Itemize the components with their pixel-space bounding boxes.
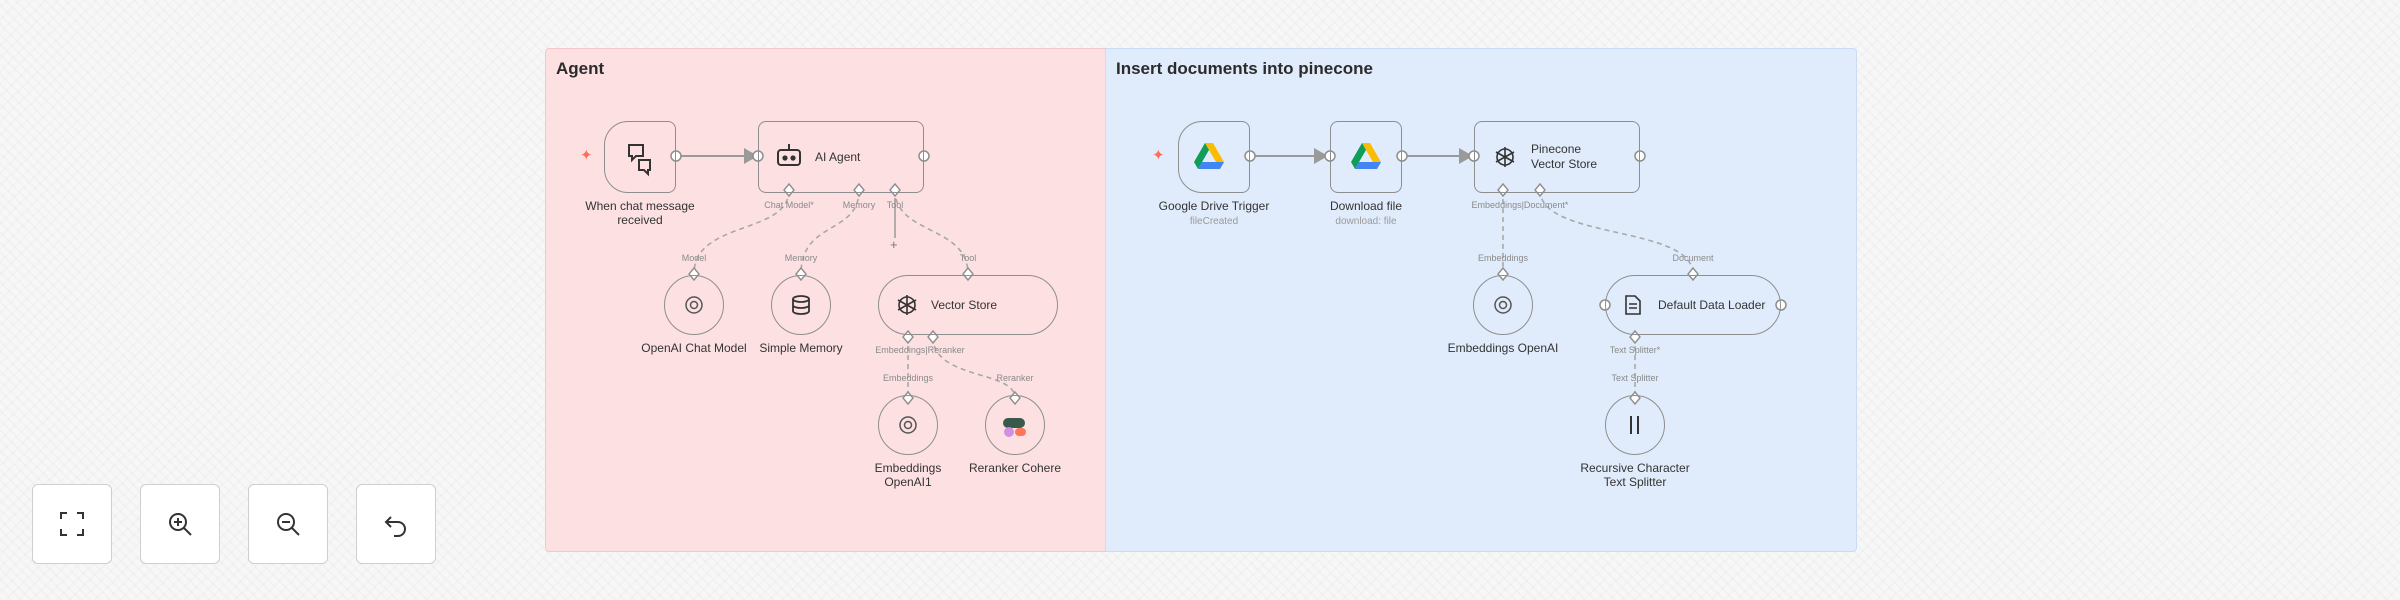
node-label: Reranker Cohere bbox=[968, 461, 1062, 475]
node-label: Download file bbox=[1329, 199, 1403, 213]
node-download-file[interactable] bbox=[1330, 121, 1402, 193]
port-document-in[interactable] bbox=[1687, 266, 1699, 282]
node-embeddings-openai1[interactable] bbox=[878, 395, 938, 455]
port-memory[interactable] bbox=[853, 182, 865, 198]
node-label: OpenAI Chat Model bbox=[641, 341, 747, 355]
node-reranker-cohere[interactable] bbox=[985, 395, 1045, 455]
port-pinecone-document[interactable] bbox=[1534, 182, 1546, 198]
port-chat-model[interactable] bbox=[783, 182, 795, 198]
connection-document[interactable] bbox=[1539, 189, 1694, 275]
node-google-drive-trigger[interactable] bbox=[1178, 121, 1250, 193]
port-label-embeddings-reranker: Embeddings|Reranker bbox=[875, 345, 965, 355]
node-label: Google Drive Trigger bbox=[1158, 199, 1270, 213]
port-label-embeddings-document: Embeddings|Document* bbox=[1471, 200, 1569, 210]
port-label-embeddings-in: Embeddings bbox=[1477, 253, 1529, 263]
port-label-memory-in: Memory bbox=[784, 253, 818, 263]
connection-tool[interactable] bbox=[894, 189, 969, 275]
handle-pinecone-out[interactable] bbox=[1634, 150, 1646, 162]
port-label-reranker: Reranker bbox=[996, 373, 1034, 383]
undo-icon bbox=[384, 516, 406, 537]
port-label-text-splitter: Text Splitter bbox=[1611, 373, 1659, 383]
node-label: Embeddings OpenAI1 bbox=[874, 461, 942, 489]
pinecone-icon bbox=[1495, 147, 1515, 167]
connection-reranker[interactable] bbox=[932, 336, 1016, 399]
connection-chat-model[interactable] bbox=[693, 189, 790, 275]
port-tool-in[interactable] bbox=[962, 266, 974, 282]
google-drive-icon bbox=[1194, 143, 1224, 169]
handle-agent-out[interactable] bbox=[918, 150, 930, 162]
handle-download-out[interactable] bbox=[1396, 150, 1408, 162]
add-tool-plus-icon[interactable]: + bbox=[890, 237, 898, 252]
trigger-bolt-icon: ✦ bbox=[580, 147, 593, 164]
zoom-out-button[interactable] bbox=[248, 484, 328, 564]
node-title: Vector Store bbox=[931, 297, 998, 312]
fit-view-button[interactable] bbox=[32, 484, 112, 564]
node-title: Default Data Loader bbox=[1658, 297, 1766, 312]
robot-icon bbox=[777, 144, 801, 166]
node-sublabel: download: file bbox=[1335, 216, 1397, 227]
zoom-out-icon bbox=[277, 513, 300, 536]
node-label: Simple Memory bbox=[759, 341, 843, 355]
connection-memory[interactable] bbox=[800, 189, 860, 275]
google-drive-icon bbox=[1351, 143, 1381, 169]
port-label-memory: Memory bbox=[842, 200, 876, 210]
port-label-tool: Tool bbox=[886, 200, 904, 210]
node-embeddings-openai[interactable] bbox=[1473, 275, 1533, 335]
node-title: AI Agent bbox=[815, 149, 861, 164]
node-label: Recursive Character Text Splitter bbox=[1580, 461, 1690, 489]
node-openai-chat-model[interactable] bbox=[664, 275, 724, 335]
handle-gdrive-out[interactable] bbox=[1244, 150, 1256, 162]
port-label-model: Model bbox=[681, 253, 707, 263]
port-label-text-splitter-out: Text Splitter* bbox=[1609, 345, 1661, 355]
zoom-in-icon bbox=[169, 513, 192, 536]
node-recursive-character-text-splitter[interactable] bbox=[1605, 395, 1665, 455]
sticky-note-title: Agent bbox=[556, 59, 605, 78]
node-vector-store[interactable]: Vector Store bbox=[878, 275, 1058, 335]
port-label-embeddings1: Embeddings bbox=[882, 373, 934, 383]
node-pinecone-vector-store[interactable]: Pinecone Vector Store bbox=[1474, 121, 1640, 193]
fit-view-icon bbox=[60, 512, 84, 536]
port-label-tool-in: Tool bbox=[959, 253, 977, 263]
handle-chat-out[interactable] bbox=[670, 150, 682, 162]
node-chat-trigger[interactable] bbox=[604, 121, 676, 193]
trigger-bolt-icon: ✦ bbox=[1152, 147, 1165, 164]
node-title: Pinecone Vector Store bbox=[1531, 142, 1598, 171]
zoom-in-button[interactable] bbox=[140, 484, 220, 564]
port-pinecone-embeddings[interactable] bbox=[1497, 182, 1509, 198]
port-label-chat-model: Chat Model* bbox=[764, 200, 814, 210]
port-label-document: Document bbox=[1672, 253, 1714, 263]
sticky-note-title: Insert documents into pinecone bbox=[1116, 59, 1373, 78]
node-simple-memory[interactable] bbox=[771, 275, 831, 335]
node-default-data-loader[interactable]: Default Data Loader bbox=[1605, 275, 1781, 335]
node-ai-agent[interactable]: AI Agent bbox=[758, 121, 924, 193]
node-sublabel: fileCreated bbox=[1189, 216, 1239, 227]
undo-button[interactable] bbox=[356, 484, 436, 564]
port-tool[interactable] bbox=[889, 182, 901, 198]
node-label: Embeddings OpenAI bbox=[1447, 341, 1559, 355]
node-label: When chat message received bbox=[585, 199, 695, 227]
chat-bubbles-icon bbox=[628, 144, 651, 177]
